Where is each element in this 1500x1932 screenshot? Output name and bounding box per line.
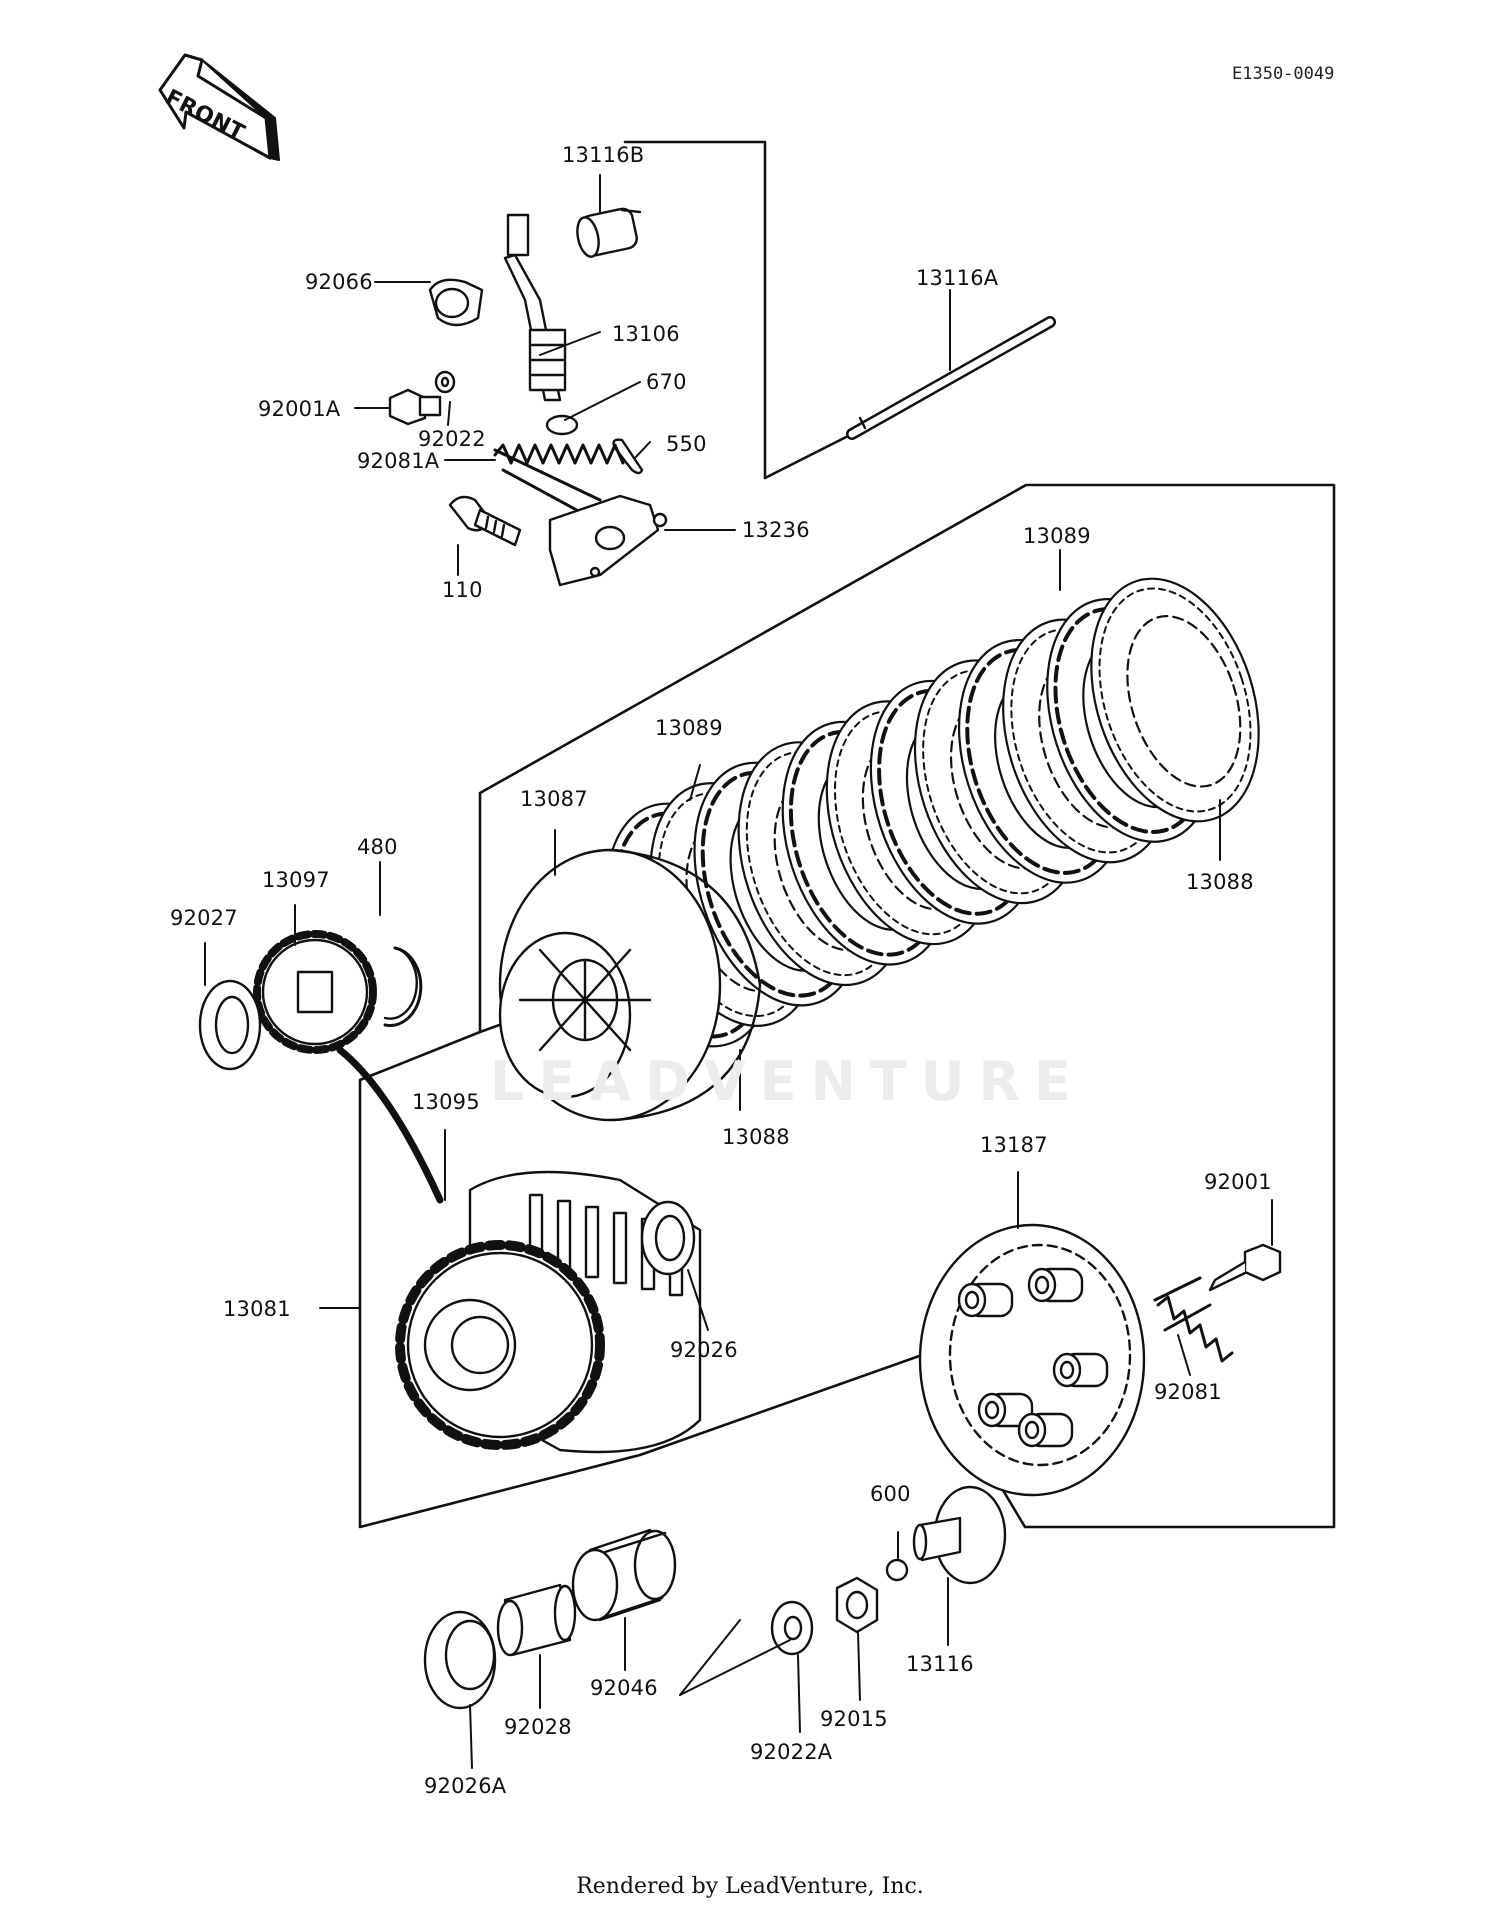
part-92001A (390, 390, 440, 424)
housing-slot (586, 1207, 598, 1277)
part-92026A (425, 1612, 495, 1708)
footer-credit: Rendered by LeadVenture, Inc. (576, 1874, 924, 1899)
part-13116A (852, 322, 1050, 434)
part-92028 (498, 1585, 575, 1655)
part-670 (547, 416, 577, 434)
spring-boss (1054, 1354, 1107, 1386)
spring-boss (959, 1284, 1012, 1316)
part-92022A (772, 1602, 812, 1654)
label-92028: 92028 (504, 1715, 572, 1739)
part-13116 (914, 1487, 1005, 1583)
leader-lines (205, 175, 1272, 1768)
label-92081A: 92081A (357, 449, 440, 473)
part-13187 (920, 1225, 1144, 1495)
part-13116B (574, 207, 640, 259)
label-13095: 13095 (412, 1090, 480, 1114)
label-110: 110 (442, 578, 483, 602)
part-13106 (505, 215, 565, 400)
label-92022A: 92022A (750, 1740, 833, 1764)
label-13097: 13097 (262, 868, 330, 892)
label-92001: 92001 (1204, 1170, 1272, 1194)
label-480: 480 (357, 835, 398, 859)
label-13088-low: 13088 (722, 1125, 790, 1149)
part-600 (887, 1560, 907, 1580)
part-13236 (550, 496, 666, 585)
label-13236: 13236 (742, 518, 810, 542)
part-92015 (837, 1578, 877, 1632)
label-92022: 92022 (418, 427, 486, 451)
label-13081: 13081 (223, 1297, 291, 1321)
spring-boss (1029, 1269, 1082, 1301)
label-92026: 92026 (670, 1338, 738, 1362)
label-92066: 92066 (305, 270, 373, 294)
steel-plate (1062, 557, 1288, 843)
label-13087: 13087 (520, 787, 588, 811)
label-13116B: 13116B (562, 143, 645, 167)
watermark: LEADVENTURE (490, 1050, 1085, 1113)
part-92022 (436, 372, 454, 392)
part-92027 (200, 981, 260, 1069)
label-13089-mid: 13089 (655, 716, 723, 740)
part-92046 (573, 1530, 675, 1620)
label-13089-top: 13089 (1023, 524, 1091, 548)
label-92026A: 92026A (424, 1774, 507, 1798)
part-550 (614, 440, 642, 473)
part-13097 (257, 934, 440, 1200)
part-110 (450, 497, 520, 545)
label-92027: 92027 (170, 906, 238, 930)
label-13088-right: 13088 (1186, 870, 1254, 894)
part-92066 (430, 280, 482, 325)
part-13087 (500, 850, 760, 1120)
label-670: 670 (646, 370, 687, 394)
spring-boss (979, 1394, 1032, 1426)
part-480 (385, 948, 421, 1026)
front-arrow-icon (160, 55, 279, 160)
label-92046: 92046 (590, 1676, 658, 1700)
label-92081: 92081 (1154, 1380, 1222, 1404)
label-550: 550 (666, 432, 707, 456)
label-13116A: 13116A (916, 266, 999, 290)
label-13187: 13187 (980, 1133, 1048, 1157)
label-13106: 13106 (612, 322, 680, 346)
label-92001A: 92001A (258, 397, 341, 421)
label-13116: 13116 (906, 1652, 974, 1676)
label-92015: 92015 (820, 1707, 888, 1731)
part-92026 (642, 1202, 694, 1274)
part-92081 (1155, 1278, 1232, 1361)
diagram-code: E1350-0049 (1232, 64, 1335, 84)
label-600: 600 (870, 1482, 911, 1506)
spring-boss (1019, 1414, 1072, 1446)
part-92001 (1210, 1245, 1280, 1290)
housing-slot (614, 1213, 626, 1283)
